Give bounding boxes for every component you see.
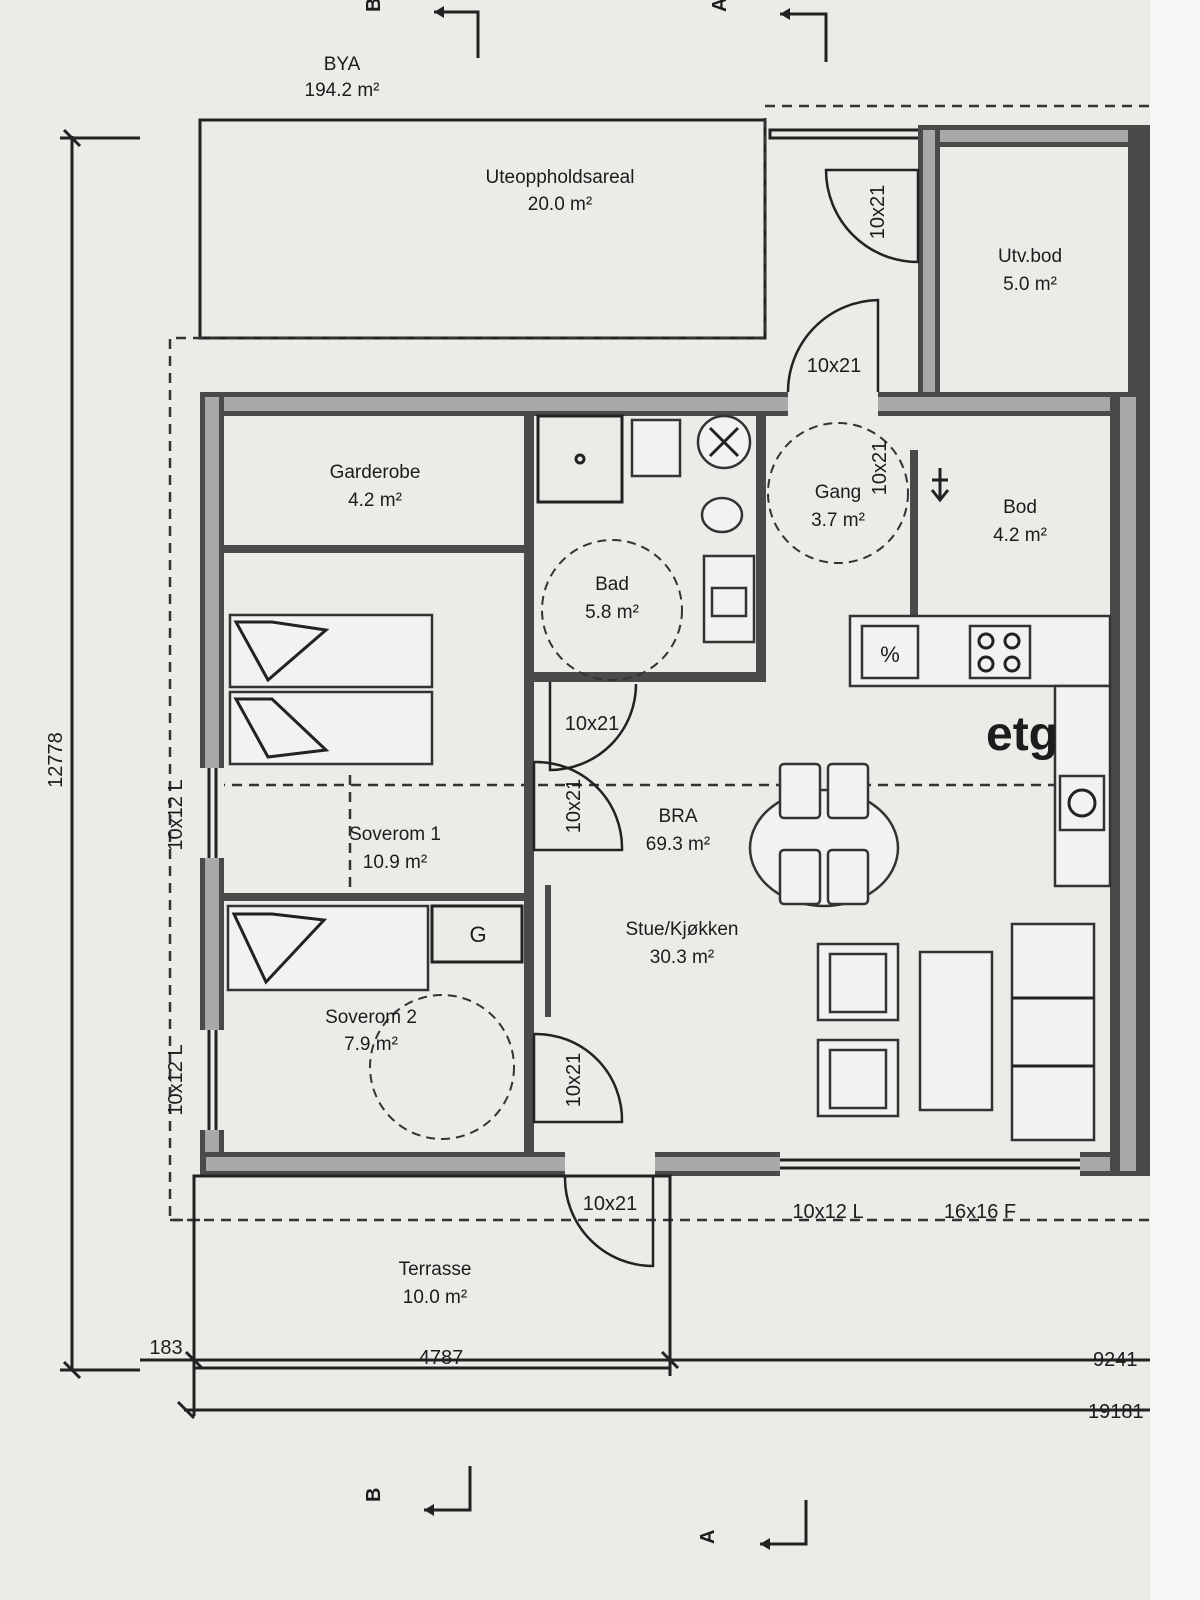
section-marker-a-bottom: A — [697, 1500, 808, 1550]
dimension-right-label: 9241 — [1093, 1349, 1138, 1371]
terrace-outline — [192, 1174, 672, 1370]
room-gross-name: BRA — [658, 806, 697, 827]
room-bedroom2-area: 7.9 m² — [344, 1034, 398, 1055]
room-wardrobe-area: 4.2 m² — [348, 490, 402, 511]
room-bath-area: 5.8 m² — [585, 602, 639, 623]
window-living-label: 10x12 L — [792, 1201, 863, 1223]
door-bedroom1-label: 10x21 — [563, 779, 585, 834]
dimension-height-label: 12778 — [45, 732, 67, 788]
room-storage-ext-name: Utv.bod — [998, 246, 1062, 267]
door-terrace: 10x21 — [563, 1175, 655, 1268]
room-wardrobe-name: Garderobe — [330, 462, 421, 483]
room-bedroom1-area: 10.9 m² — [363, 852, 427, 873]
dimension-bottom: 183 4787 9241 19181 — [140, 1337, 1150, 1423]
door-bedroom1: 10x21 — [532, 760, 624, 852]
hall-turning-circle — [767, 422, 909, 564]
dimension-offset-label: 183 — [149, 1337, 182, 1359]
window-bedroom2-label: 10x12 L — [165, 1044, 187, 1115]
room-living-name: Stue/Kjøkken — [626, 919, 739, 940]
door-entry: 10x21 — [786, 298, 880, 393]
entry-opening — [788, 392, 878, 416]
section-marker-a-top: A — [709, 0, 828, 62]
dining-table — [748, 762, 900, 908]
living-windows — [780, 1152, 1080, 1176]
dimension-height: 12778 — [45, 128, 140, 1380]
room-living-area: 30.3 m² — [650, 947, 714, 968]
section-a-top-label: A — [709, 0, 731, 12]
bedroom2-window — [200, 1030, 224, 1130]
terrace-opening — [565, 1152, 655, 1176]
room-storage-name: Bod — [1003, 497, 1037, 518]
section-a-bottom-label: A — [697, 1530, 719, 1544]
room-gross-area: 69.3 m² — [646, 834, 710, 855]
door-bedroom2: 10x21 — [532, 1032, 624, 1124]
door-storage-ext: 10x21 — [824, 168, 920, 264]
room-terrace-area: 10.0 m² — [403, 1287, 467, 1308]
stair-note: etg — [986, 708, 1058, 761]
closet-g-label: G — [469, 922, 486, 947]
living-furniture — [816, 922, 1096, 1142]
room-hall-name: Gang — [815, 482, 861, 503]
door-hall: 10x21 — [869, 441, 891, 496]
room-bath-name: Bad — [595, 574, 629, 595]
outdoor-area-outline — [198, 118, 767, 340]
room-outdoor-name: Uteoppholdsareal — [486, 167, 635, 188]
kitchen-counter: % — [848, 614, 1112, 888]
bedroom2-bed — [226, 904, 524, 992]
room-terrace-name: Terrasse — [399, 1259, 472, 1280]
room-outdoor-area: 20.0 m² — [528, 194, 592, 215]
bathroom-fixtures — [536, 414, 756, 681]
dimension-total-label: 19181 — [1088, 1401, 1144, 1423]
plot-area: 194.2 m² — [305, 80, 380, 101]
bedroom1-beds — [228, 613, 434, 766]
section-marker-b-top: B — [363, 0, 480, 58]
room-storage-area: 4.2 m² — [993, 525, 1047, 546]
window-fixed-label: 16x16 F — [944, 1201, 1016, 1223]
door-terrace-label: 10x21 — [583, 1193, 638, 1215]
door-entry-label: 10x21 — [807, 355, 862, 377]
door-hall-label: 10x21 — [869, 441, 891, 496]
section-b-bottom-label: B — [363, 1488, 385, 1502]
room-hall-area: 3.7 m² — [811, 510, 865, 531]
door-bedroom2-label: 10x21 — [563, 1053, 585, 1108]
bedroom1-window — [200, 768, 224, 858]
dimension-terrace-label: 4787 — [419, 1347, 464, 1369]
section-marker-b-bottom: B — [363, 1466, 472, 1516]
room-bedroom1-name: Soverom 1 — [349, 824, 441, 845]
interior-walls — [224, 416, 918, 1152]
door-bath: 10x21 — [548, 682, 638, 772]
door-storage-ext-label: 10x21 — [867, 185, 889, 240]
door-bath-label: 10x21 — [565, 713, 620, 735]
stair-arrow — [930, 468, 950, 503]
bedroom2-turning-circle — [369, 994, 515, 1140]
section-b-top-label: B — [363, 0, 385, 12]
room-bedroom2-name: Soverom 2 — [325, 1007, 417, 1028]
window-bedroom1-label: 10x12 L — [165, 779, 187, 850]
svg-text:%: % — [880, 642, 900, 667]
room-storage-ext-area: 5.0 m² — [1003, 274, 1057, 295]
plot-label: BYA — [324, 54, 361, 75]
